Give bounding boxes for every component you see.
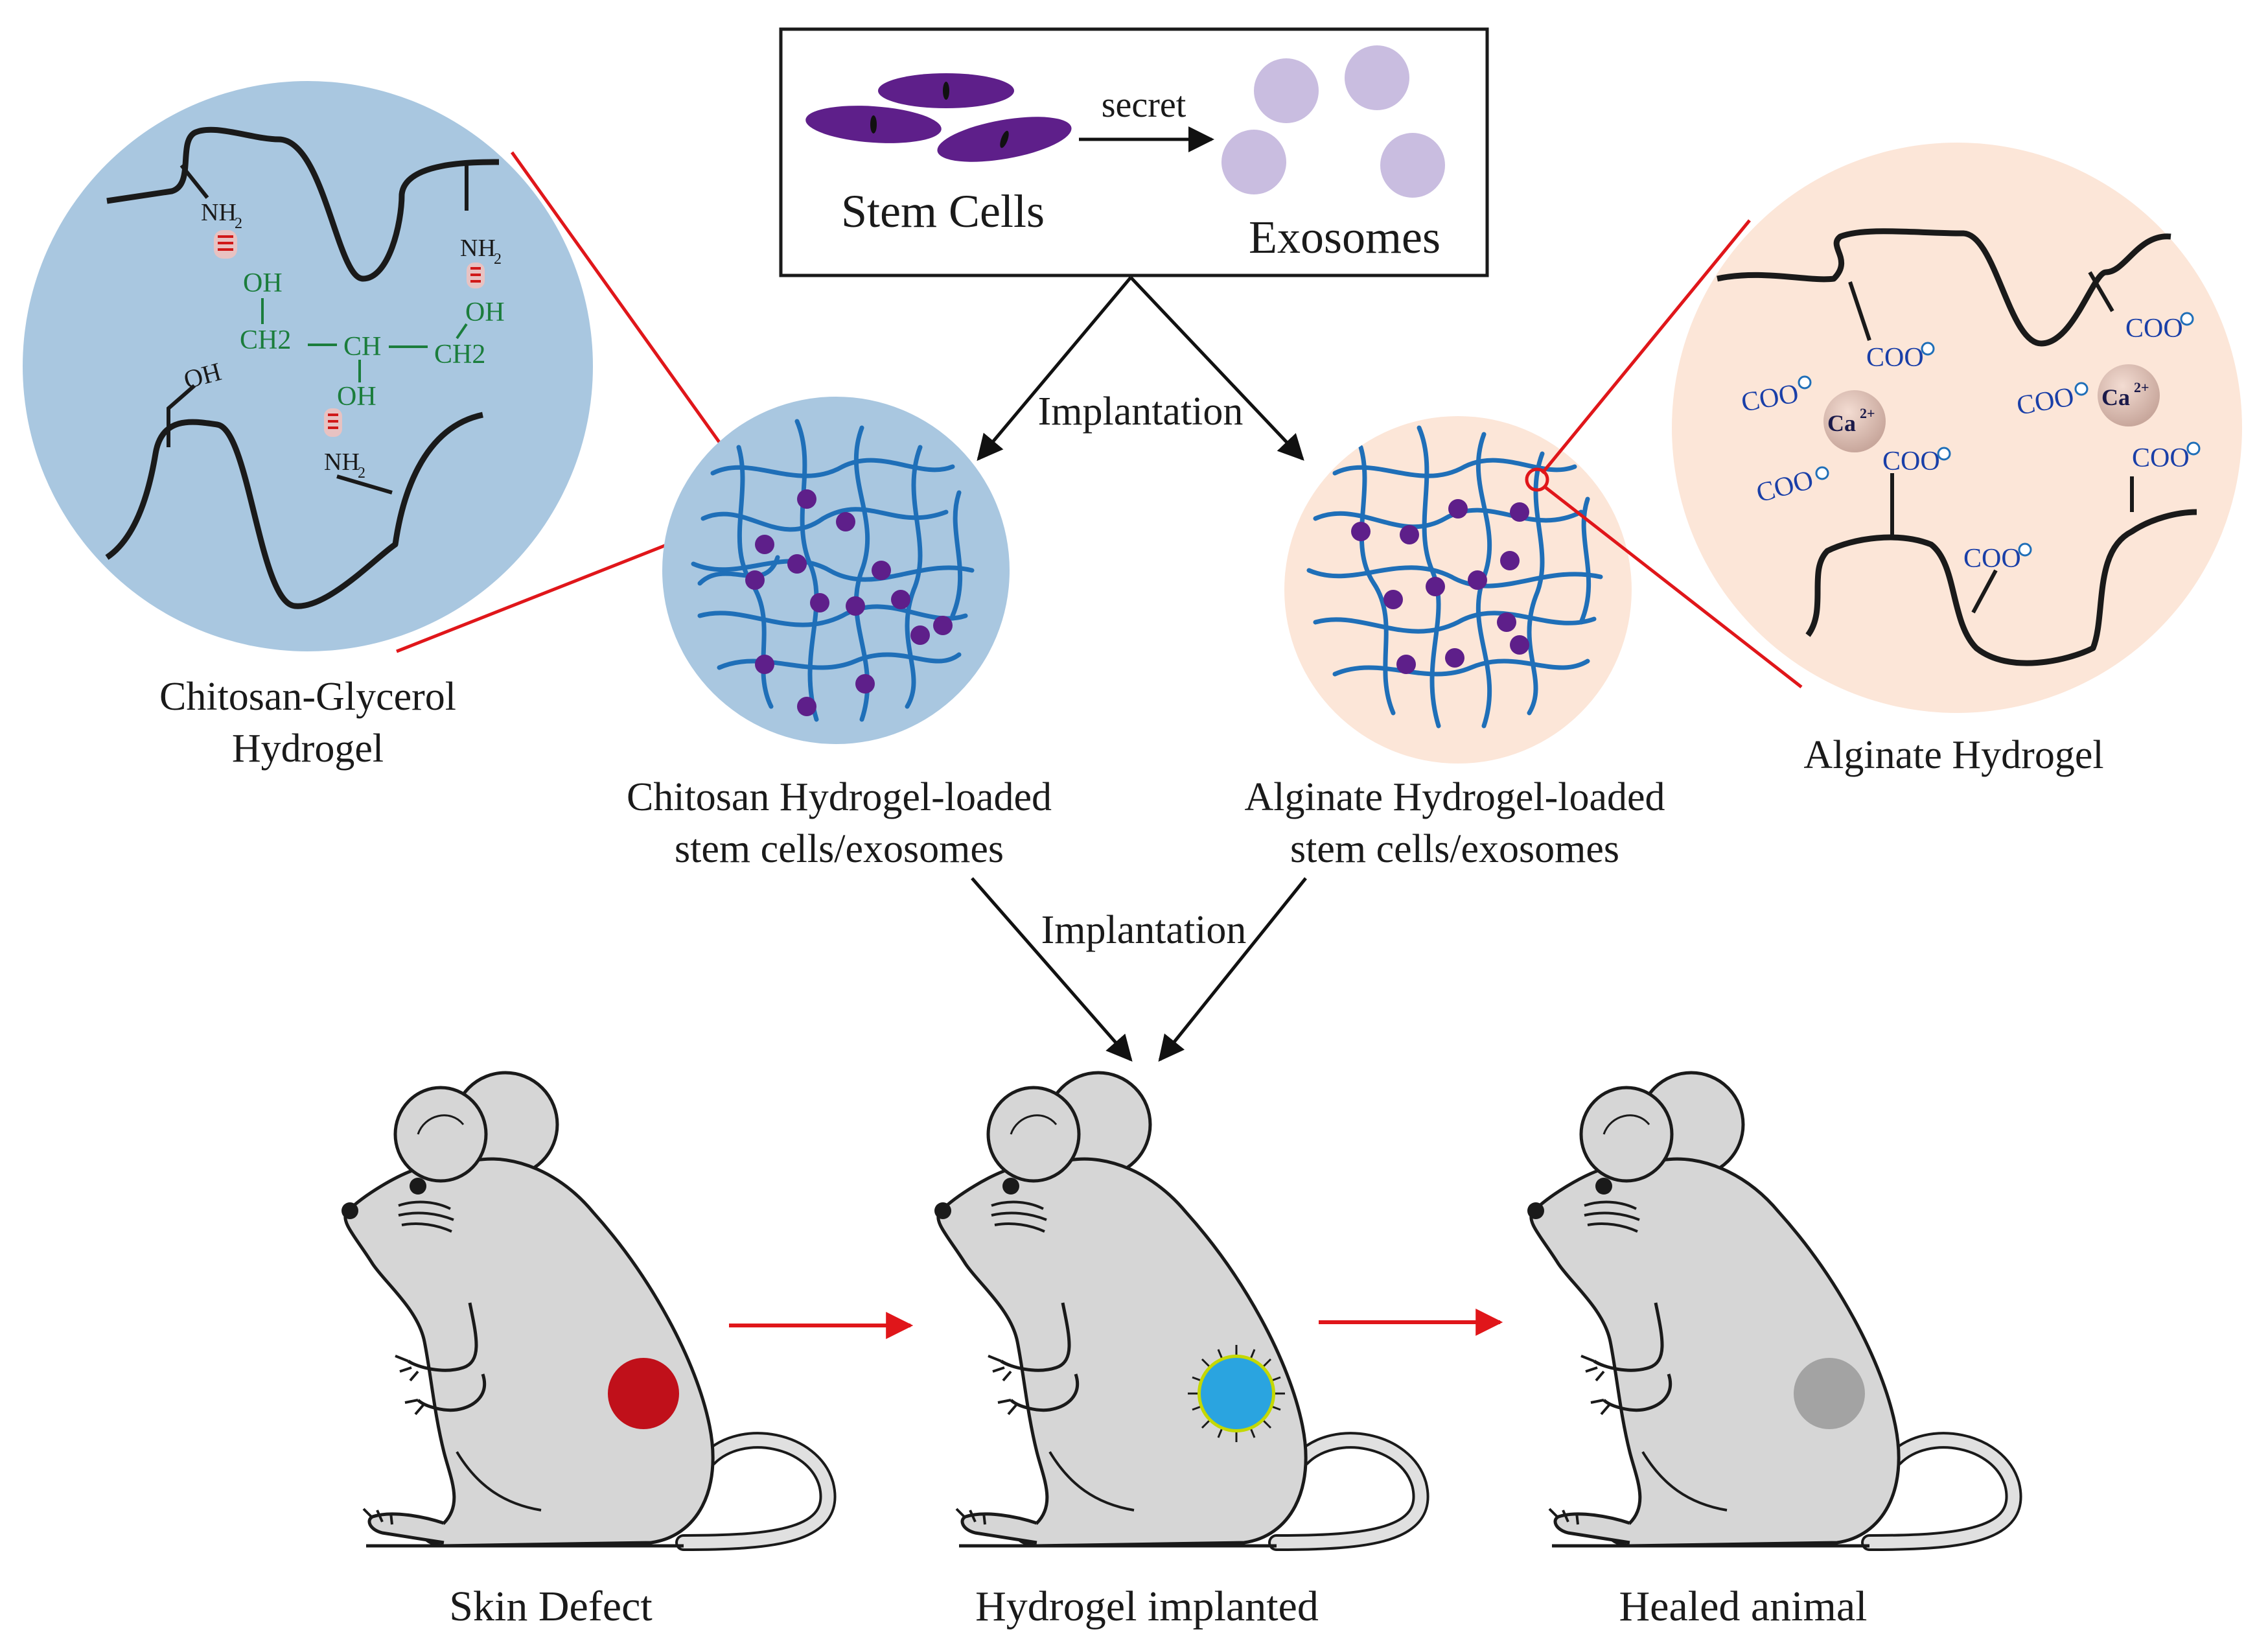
svg-text:CH2: CH2 xyxy=(240,325,291,355)
stem-cells-label: Stem Cells xyxy=(841,185,1045,237)
svg-text:OH: OH xyxy=(337,382,376,412)
stem-cell-exosome-box: Stem Cells secret Exosomes xyxy=(779,27,1489,277)
svg-text:2: 2 xyxy=(358,465,365,482)
exosomes-label: Exosomes xyxy=(1249,211,1441,263)
wound-spot xyxy=(608,1358,679,1429)
svg-text:COO: COO xyxy=(2132,443,2190,473)
svg-text:OH: OH xyxy=(465,298,505,327)
implant-arrow-from-alginate xyxy=(1158,877,1307,1062)
svg-text:CH2: CH2 xyxy=(434,340,485,369)
hydrogel-implanted-label: Hydrogel implanted xyxy=(975,1583,1319,1630)
mouse-healed xyxy=(1527,1073,2014,1546)
mouse-skin-defect xyxy=(341,1073,828,1546)
svg-text:CH: CH xyxy=(343,332,381,362)
svg-text:2: 2 xyxy=(494,251,502,268)
healed-spot xyxy=(1794,1358,1865,1429)
svg-text:2: 2 xyxy=(235,215,242,232)
alginate-hydrogel-caption-2: stem cells/exosomes xyxy=(1290,827,1619,871)
implant-arrow-left xyxy=(977,276,1132,461)
chitosan-glycerol-caption-1: Chitosan-Glycerol xyxy=(159,675,456,719)
chitosan-hydrogel-caption-2: stem cells/exosomes xyxy=(675,827,1004,871)
implantation-label-top: Implantation xyxy=(1038,390,1244,434)
svg-text:NH: NH xyxy=(324,449,360,476)
chitosan-hydrogel-network xyxy=(662,397,1010,744)
chitosan-hydrogel-caption-1: Chitosan Hydrogel-loaded xyxy=(627,775,1052,819)
stem-cells-icon xyxy=(805,73,1072,162)
implantation-label-mid: Implantation xyxy=(1041,908,1247,952)
svg-text:NH: NH xyxy=(201,199,237,226)
svg-text:2+: 2+ xyxy=(2134,379,2149,395)
svg-text:NH: NH xyxy=(460,235,496,262)
svg-text:COO: COO xyxy=(2125,314,2183,344)
svg-text:Ca: Ca xyxy=(2101,384,2130,410)
secret-label: secret xyxy=(1102,85,1186,125)
alginate-hydrogel-caption-1: Alginate Hydrogel-loaded xyxy=(1244,775,1665,819)
alginate-zoom-caption: Alginate Hydrogel xyxy=(1803,733,2103,777)
svg-text:2+: 2+ xyxy=(1860,405,1875,421)
implant-spot xyxy=(1188,1345,1285,1442)
healed-animal-label: Healed animal xyxy=(1619,1583,1868,1630)
implant-arrow-right xyxy=(1129,276,1304,461)
alginate-hydrogel-network xyxy=(1284,416,1632,764)
skin-defect-label: Skin Defect xyxy=(449,1583,652,1630)
mouse-hydrogel-implanted xyxy=(934,1073,1421,1546)
svg-text:COO: COO xyxy=(1963,544,2021,574)
svg-text:COO: COO xyxy=(1882,447,1940,476)
svg-text:Ca: Ca xyxy=(1827,410,1856,436)
implant-arrow-from-chitosan xyxy=(971,877,1133,1062)
chitosan-glycerol-caption-2: Hydrogel xyxy=(232,727,384,771)
chitosan-glycerol-zoom: NH 2 NH 2 NH 2 OH OH OH CH2 CH CH2 xyxy=(23,81,593,651)
svg-text:OH: OH xyxy=(243,268,283,298)
alginate-zoom: Ca 2+ Ca 2+ COO COO COO COO COO COO COO … xyxy=(1672,143,2242,713)
exosomes-icon xyxy=(1221,45,1445,198)
svg-text:COO: COO xyxy=(1866,343,1924,373)
